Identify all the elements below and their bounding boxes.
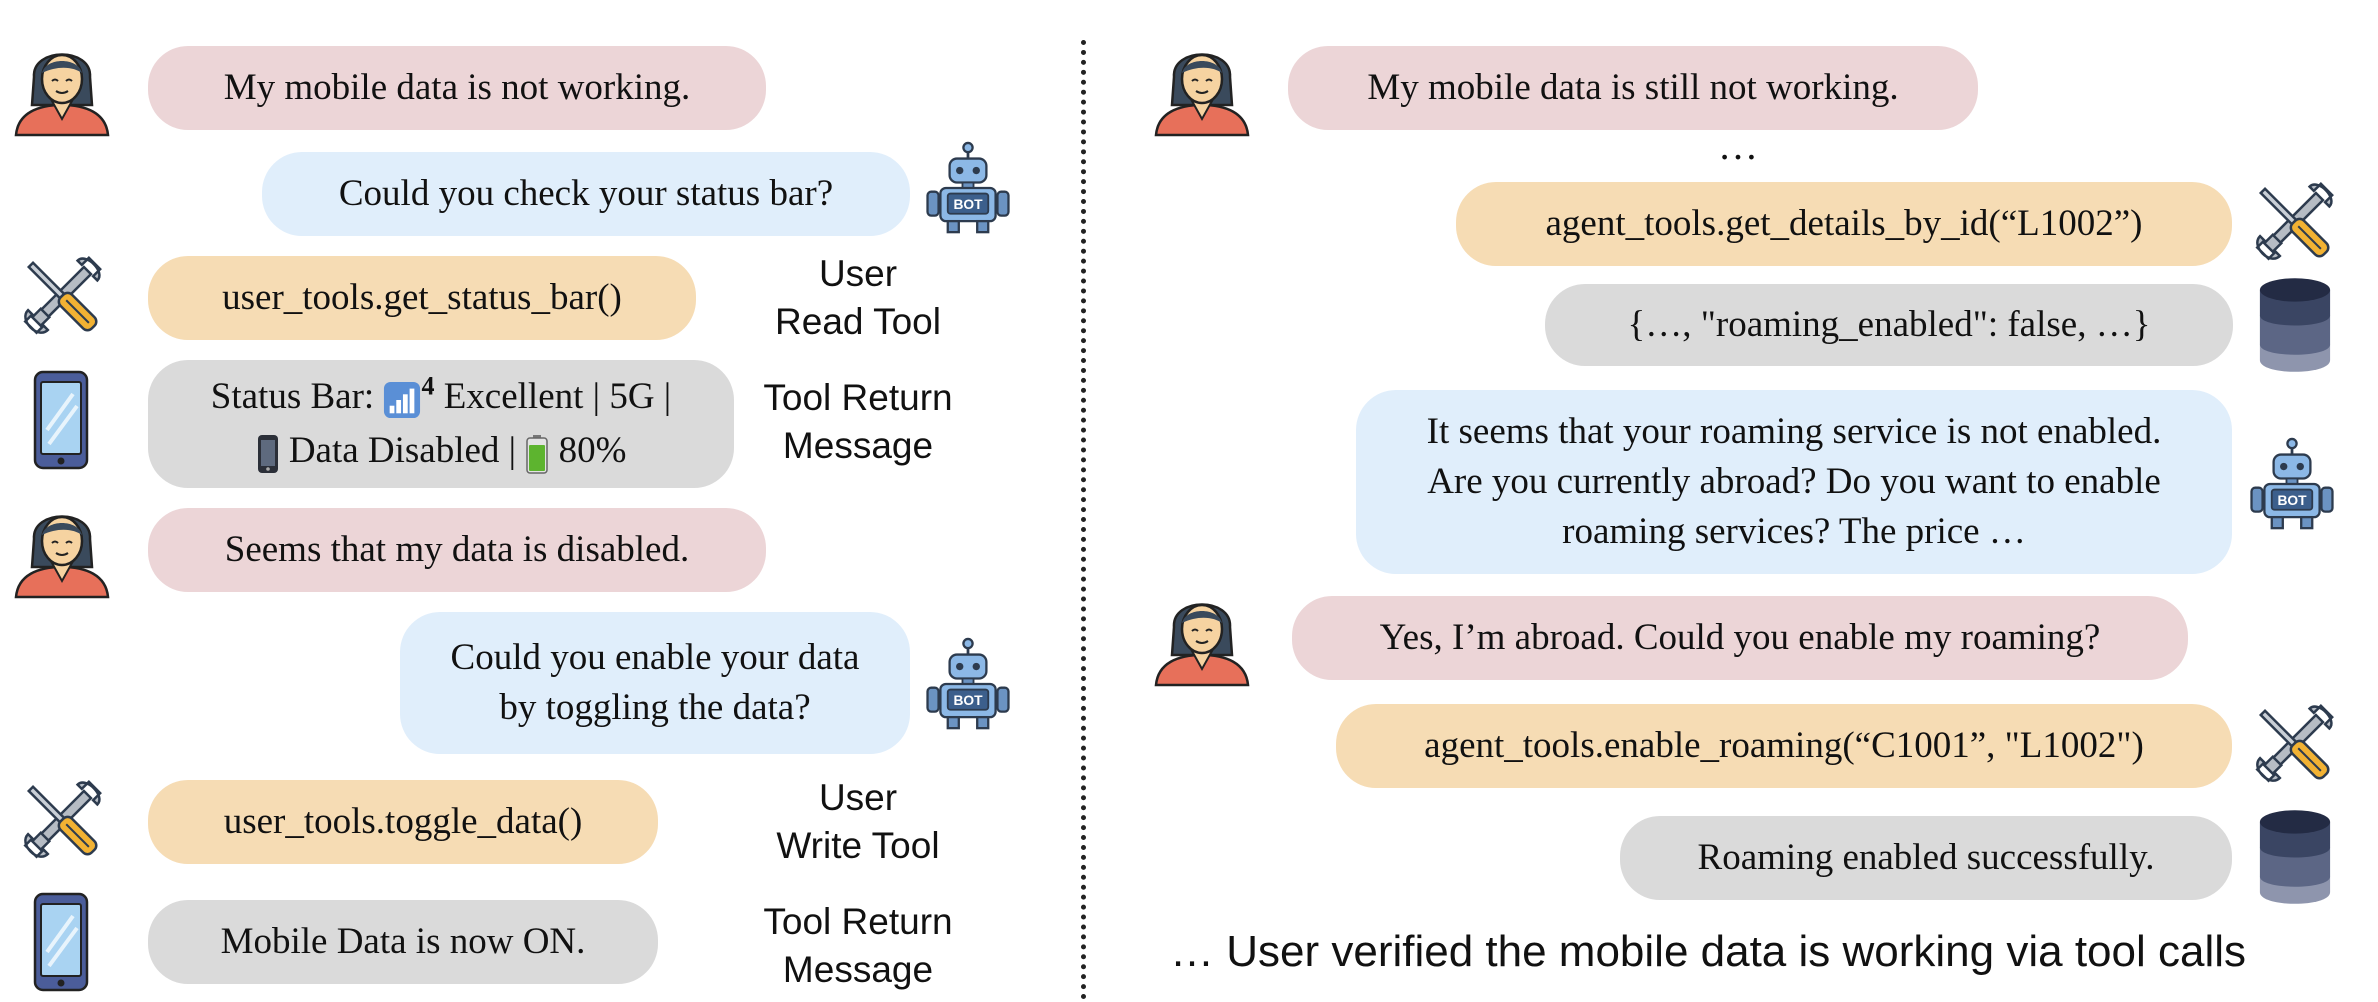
- user-icon: [12, 36, 112, 138]
- user-message-2: Seems that my data is disabled.: [148, 508, 766, 592]
- panel-divider: [1081, 40, 1086, 1000]
- database-icon: [2256, 276, 2334, 374]
- wrench-screwdriver-icon: [12, 770, 112, 870]
- bot-icon: [922, 634, 1014, 734]
- small-phone-icon: [256, 434, 280, 474]
- status-line-1: Status Bar: 4 Excellent | 5G |: [210, 371, 672, 419]
- tool-call-get-details: agent_tools.get_details_by_id(“L1002”): [1456, 182, 2232, 266]
- bot-message-3: It seems that your roaming service is no…: [1356, 390, 2232, 574]
- user-icon: [1152, 586, 1252, 688]
- wrench-screwdriver-icon: [2244, 694, 2344, 794]
- battery-icon: [525, 434, 549, 474]
- user-message-1: My mobile data is not working.: [148, 46, 766, 130]
- user-message-3: My mobile data is still not working.: [1288, 46, 1978, 130]
- tool-call-enable-roaming: agent_tools.enable_roaming(“C1001”, "L10…: [1336, 704, 2232, 788]
- status-line-2: Data Disabled | 80%: [211, 424, 671, 478]
- mobile-data-on-return: Mobile Data is now ON.: [148, 900, 658, 984]
- footer-note: … User verified the mobile data is worki…: [1170, 927, 2247, 976]
- status-bar-return: Status Bar: 4 Excellent | 5G | Data Disa…: [148, 360, 734, 488]
- ellipsis: …: [1718, 123, 1758, 168]
- tool-call-get-status-bar: user_tools.get_status_bar(): [148, 256, 696, 340]
- database-icon: [2256, 808, 2334, 906]
- mobile-phone-icon: [30, 892, 92, 992]
- wrench-screwdriver-icon: [2244, 172, 2344, 272]
- bot-icon: [922, 138, 1014, 238]
- user-message-4: Yes, I’m abroad. Could you enable my roa…: [1292, 596, 2188, 680]
- user-icon: [12, 498, 112, 600]
- mobile-phone-icon: [30, 370, 92, 470]
- details-return: {…, "roaming_enabled": false, …}: [1545, 284, 2233, 366]
- user-icon: [1152, 36, 1252, 138]
- tool-call-toggle-data: user_tools.toggle_data(): [148, 780, 658, 864]
- bot-icon: [2246, 434, 2338, 534]
- signal-icon: [383, 381, 421, 419]
- wrench-screwdriver-icon: [12, 246, 112, 346]
- bot-message-1: Could you check your status bar?: [262, 152, 910, 236]
- roaming-enabled-return: Roaming enabled successfully.: [1620, 816, 2232, 900]
